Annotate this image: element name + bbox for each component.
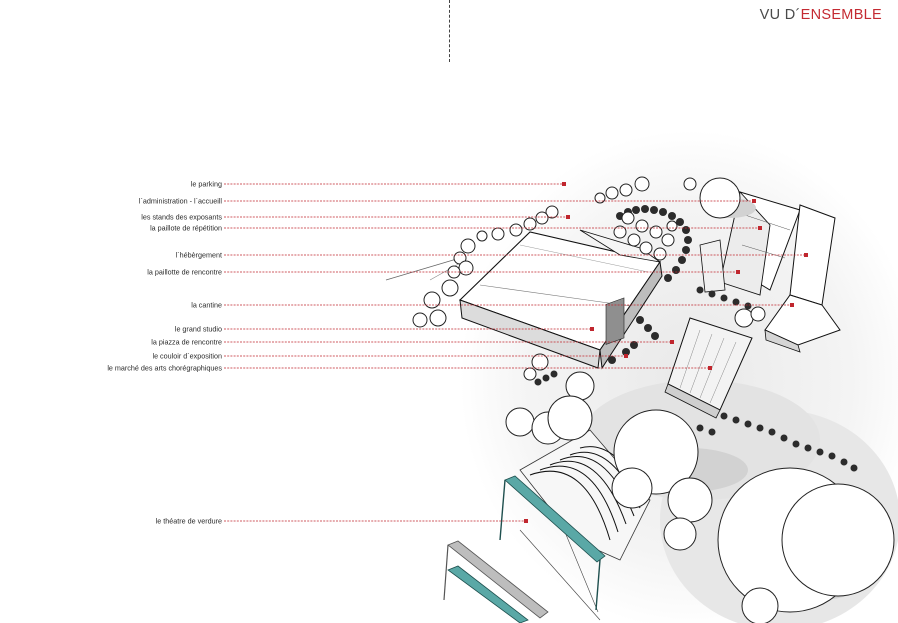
label-grand-studio-text: le grand studio — [175, 325, 222, 334]
label-paillote-repetition: la paillote de répétition — [150, 224, 762, 233]
label-cantine: la cantine — [191, 301, 794, 310]
page-title-part2: ENSEMBLE — [800, 7, 882, 23]
label-paillotte-rencontre-text: la paillotte de rencontre — [147, 268, 222, 277]
label-theatre-text: le théatre de verdure — [156, 517, 222, 526]
label-couloir: le couloir d`exposition — [152, 352, 628, 361]
stage-truss-structures — [443, 475, 606, 623]
market-hall — [664, 317, 753, 419]
label-marche: le marché des arts chorégraphiques — [107, 364, 712, 373]
access-road — [385, 257, 463, 281]
label-marche-text: le marché des arts chorégraphiques — [107, 364, 222, 373]
legend-labels: le parking l`administration - l`accueill… — [107, 180, 808, 526]
page-title-part1: VU D´ — [759, 7, 801, 23]
center-fold-divider — [449, 0, 450, 62]
accommodation-buildings — [699, 191, 841, 353]
label-hebergement: l`hébèrgement — [176, 251, 808, 260]
label-theatre: le théatre de verdure — [156, 517, 528, 526]
dark-tree-rows — [534, 205, 858, 472]
label-administration: l`administration - l`accueill — [139, 197, 756, 206]
label-couloir-text: le couloir d`exposition — [152, 352, 222, 361]
label-parking-text: le parking — [191, 180, 222, 189]
label-paillotte-rencontre: la paillotte de rencontre — [147, 268, 740, 277]
label-administration-text: l`administration - l`accueill — [139, 197, 222, 206]
label-hebergement-text: l`hébèrgement — [176, 251, 222, 260]
label-cantine-text: la cantine — [191, 301, 222, 310]
label-stands: les stands des exposants — [141, 213, 570, 222]
grand-studio-building — [458, 229, 663, 370]
label-grand-studio: le grand studio — [175, 325, 594, 334]
label-piazza-text: la piazza de rencontre — [151, 338, 222, 347]
page-title: VU D´ENSEMBLE — [760, 7, 882, 23]
label-parking: le parking — [191, 180, 566, 189]
label-paillote-repetition-text: la paillote de répétition — [150, 224, 222, 233]
label-stands-text: les stands des exposants — [141, 213, 222, 222]
light-trees — [412, 176, 895, 623]
label-piazza: la piazza de rencontre — [151, 338, 674, 347]
